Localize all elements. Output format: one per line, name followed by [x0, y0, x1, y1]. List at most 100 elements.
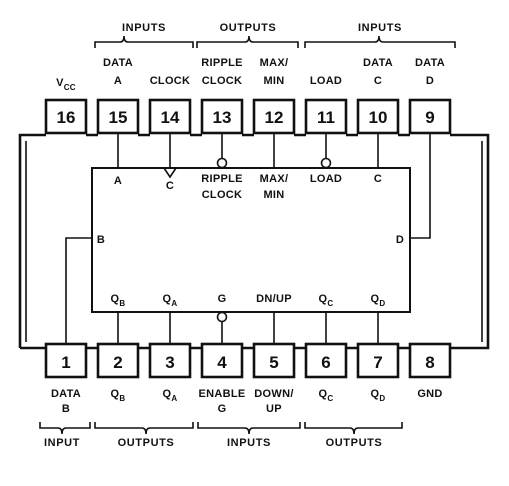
pin-number: 8 — [425, 353, 434, 372]
pin-box — [252, 98, 296, 135]
pin-label-top: DATA — [103, 57, 133, 69]
pin-3: 3 — [148, 342, 192, 379]
pin-number: 15 — [109, 108, 128, 127]
pin-box — [96, 98, 140, 135]
pin-number: 7 — [373, 353, 382, 372]
pin-box — [304, 342, 348, 379]
block-label-bottom: G — [218, 293, 227, 305]
pin-label-bottom-2: B — [62, 403, 70, 415]
pin-label-top: RIPPLE — [201, 57, 243, 69]
pin-number: 1 — [61, 353, 70, 372]
pin-number: 16 — [57, 108, 76, 127]
group-label-top: INPUTS — [358, 22, 402, 34]
pin-number: 11 — [317, 108, 335, 127]
pin-label-top-2: A — [114, 75, 122, 87]
block-label-top: RIPPLE — [201, 173, 243, 185]
pin-label-top: VCC — [56, 77, 76, 92]
pin-box — [44, 342, 88, 379]
pin-label-bottom: ENABLE — [198, 388, 245, 400]
package-inner-edge — [25, 141, 483, 342]
block-label-top: C — [374, 173, 382, 185]
pin-number: 2 — [113, 353, 122, 372]
pin-number: 12 — [265, 108, 284, 127]
pin-box — [200, 98, 244, 135]
pin-label-top-2: CLOCK — [202, 75, 243, 87]
group-label-bottom: OUTPUTS — [326, 437, 383, 449]
counter-logic-block — [91, 167, 411, 313]
pin-label-top-2: MIN — [263, 75, 284, 87]
block-label-top: A — [114, 175, 122, 187]
pin-4: 4 — [200, 342, 244, 379]
pin-5: 5 — [252, 342, 296, 379]
pin-box — [356, 342, 400, 379]
pin-number: 3 — [165, 353, 174, 372]
pin-label-top-2: LOAD — [310, 75, 342, 87]
inversion-bubble — [320, 157, 332, 169]
block-label-top: MAX/ — [260, 173, 289, 185]
pin-label-bottom: DOWN/ — [254, 388, 293, 400]
inversion-bubble-enable — [216, 311, 228, 323]
pin-label-top: DATA — [363, 57, 393, 69]
pin-label-bottom: DATA — [51, 388, 81, 400]
pin-number: 6 — [321, 353, 330, 372]
pin-label-bottom-2: UP — [266, 403, 282, 415]
pin-label-top: DATA — [415, 57, 445, 69]
pin-label-top: MAX/ — [260, 57, 289, 69]
group-label-top: OUTPUTS — [220, 22, 277, 34]
block-label-top: LOAD — [310, 173, 342, 185]
labels: VCC DATA A CLOCK RIPPLE CLOCK MAX/MIN LOAD DATA C… — [44, 22, 445, 449]
pin-label-top-2: CLOCK — [150, 75, 191, 87]
pin-16: 16 — [44, 98, 88, 135]
clock-triangle — [163, 167, 177, 179]
pin-11: 11 — [304, 98, 348, 135]
pin-7: 7 — [356, 342, 400, 379]
brace-top-inputs-1 — [94, 35, 194, 48]
brace-bottom-input — [39, 422, 91, 435]
group-label-top: INPUTS — [122, 22, 166, 34]
block-label-bottom: DN/UP — [256, 293, 292, 305]
pin-number: 5 — [269, 353, 278, 372]
wiring — [65, 133, 431, 344]
pin-box — [200, 342, 244, 379]
pin-14: 14 — [148, 98, 192, 135]
pin-box — [408, 98, 452, 135]
wire-pin9-d — [410, 133, 431, 239]
pin-10: 10 — [356, 98, 400, 135]
pin-15: 15 — [96, 98, 140, 135]
pin-label-bottom: GND — [417, 388, 442, 400]
block-label-top: MIN — [263, 189, 284, 201]
pin-label-bottom-2: G — [218, 403, 227, 415]
block-label-bottom: QC — [319, 293, 334, 308]
brace-top-inputs-2 — [304, 35, 456, 48]
pin-1: 1 — [44, 342, 88, 379]
pin-8: 8 — [408, 342, 452, 379]
pin-box — [148, 342, 192, 379]
block-label-bottom: QA — [163, 293, 178, 308]
pin-2: 2 — [96, 342, 140, 379]
brace-top-outputs — [196, 35, 299, 48]
pin-number: 9 — [425, 108, 434, 127]
block-label-top: CLOCK — [202, 189, 243, 201]
pin-label-top-2: C — [374, 75, 382, 87]
pin-12: 12 — [252, 98, 296, 135]
pin-label-bottom: QB — [111, 388, 126, 403]
pin-number: 13 — [213, 108, 232, 127]
pin-box — [252, 342, 296, 379]
block-label-bottom: QB — [111, 293, 126, 308]
pin-label-bottom: QA — [163, 388, 178, 403]
pin-box — [356, 98, 400, 135]
group-label-bottom: INPUT — [44, 437, 80, 449]
block-label-top: C — [166, 180, 174, 192]
pin-13: 13 — [200, 98, 244, 135]
group-label-bottom: OUTPUTS — [118, 437, 175, 449]
pin-box — [148, 98, 192, 135]
inversion-bubble — [216, 157, 228, 169]
pin-label-bottom: QD — [371, 388, 386, 403]
brace-bottom-outputs-1 — [94, 422, 194, 435]
block-label-bottom: QD — [371, 293, 386, 308]
block-label-right: D — [396, 234, 404, 246]
pin-box — [304, 98, 348, 135]
